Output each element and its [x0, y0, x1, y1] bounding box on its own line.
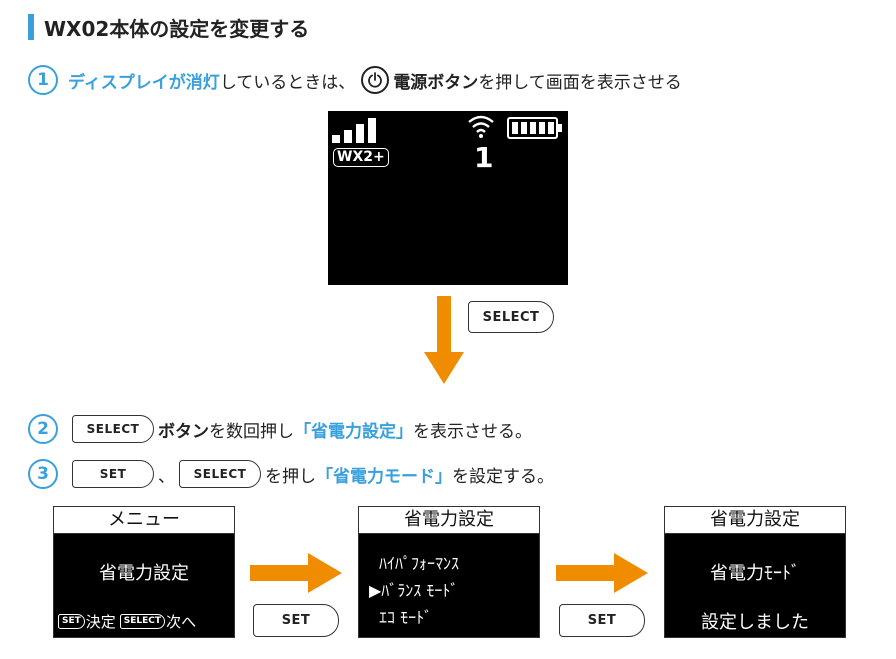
step-2-bold: ボタン: [158, 421, 209, 442]
select-hint: 次へ: [166, 613, 197, 631]
step-1-text-end: を押して画面を表示させる: [478, 72, 682, 93]
right-arrow-icon: [556, 553, 648, 593]
wifi-client-count: 1: [474, 141, 494, 174]
right-arrow-icon: [250, 553, 342, 593]
power-settings-screen: 省電力設定 ﾊｲﾊﾟﾌｫｰﾏﾝｽ ▶ﾊﾞﾗﾝｽ ﾓｰﾄﾞ ｴｺ ﾓｰﾄﾞ: [358, 506, 540, 638]
select-key-icon: SELECT: [179, 460, 261, 488]
step-3: 3 SET 、 SELECT を押し 「省電力モード」 を設定する。: [28, 459, 554, 489]
step-2: 2 SELECT ボタン を数回押し 「省電力設定」 を表示させる。: [28, 414, 532, 444]
confirmation-mode: 省電力ﾓｰﾄﾞ: [710, 563, 800, 584]
option-balance-mode: ▶ﾊﾞﾗﾝｽ ﾓｰﾄﾞ: [369, 581, 459, 600]
set-key-icon: SET: [72, 460, 154, 488]
step-2-text: を数回押し: [209, 421, 294, 442]
menu-footer: SET 決定 SELECT 次へ: [58, 611, 196, 632]
page-title: WX02本体の設定を変更する: [44, 17, 310, 41]
power-icon: [361, 66, 390, 94]
power-button-label: 電源ボタン: [393, 72, 479, 93]
down-arrow-icon: [424, 296, 464, 384]
select-key-icon: SELECT: [72, 415, 154, 443]
signal-strength-icon: [332, 118, 376, 143]
wifi-icon: [468, 115, 494, 138]
option-eco-mode: ｴｺ ﾓｰﾄﾞ: [379, 608, 433, 627]
power-settings-title: 省電力設定: [359, 507, 539, 534]
set-key-icon: SET: [559, 604, 645, 637]
option-high-performance: ﾊｲﾊﾟﾌｫｰﾏﾝｽ: [379, 554, 460, 573]
confirmation-message: 設定しました: [701, 612, 809, 633]
step-1-text: しているときは、: [219, 72, 356, 93]
heading-accent-bar: [28, 14, 34, 40]
confirmation-screen: 省電力設定 省電力ﾓｰﾄﾞ 設定しました: [664, 506, 846, 638]
step-2-text-end: を表示させる。: [413, 421, 532, 442]
step-number-3: 3: [28, 459, 58, 489]
step-2-highlight: 「省電力設定」: [294, 421, 413, 442]
set-hint: 決定: [85, 613, 116, 631]
step-3-text: を押し: [265, 466, 316, 487]
set-key-icon: SET: [58, 614, 85, 629]
battery-icon: [507, 117, 562, 139]
step-number-2: 2: [28, 414, 58, 444]
menu-screen-title: メニュー: [54, 507, 234, 534]
menu-screen: メニュー 省電力設定 SET 決定 SELECT 次へ: [53, 506, 235, 638]
set-key-icon: SET: [253, 604, 339, 637]
confirmation-title: 省電力設定: [665, 507, 845, 534]
network-mode-badge: WX2+: [333, 148, 389, 167]
select-key-icon: SELECT: [119, 614, 166, 629]
step-1: 1 ディスプレイが消灯 しているときは、 電源ボタン を押して画面を表示させる: [28, 65, 682, 95]
step-1-highlight: ディスプレイが消灯: [68, 72, 220, 93]
separator: 、: [158, 466, 175, 487]
step-3-highlight: 「省電力モード」: [316, 466, 452, 487]
step-number-1: 1: [28, 65, 58, 95]
step-3-text-end: を設定する。: [452, 466, 554, 487]
menu-item: 省電力設定: [99, 563, 189, 584]
select-key-icon: SELECT: [468, 301, 554, 333]
